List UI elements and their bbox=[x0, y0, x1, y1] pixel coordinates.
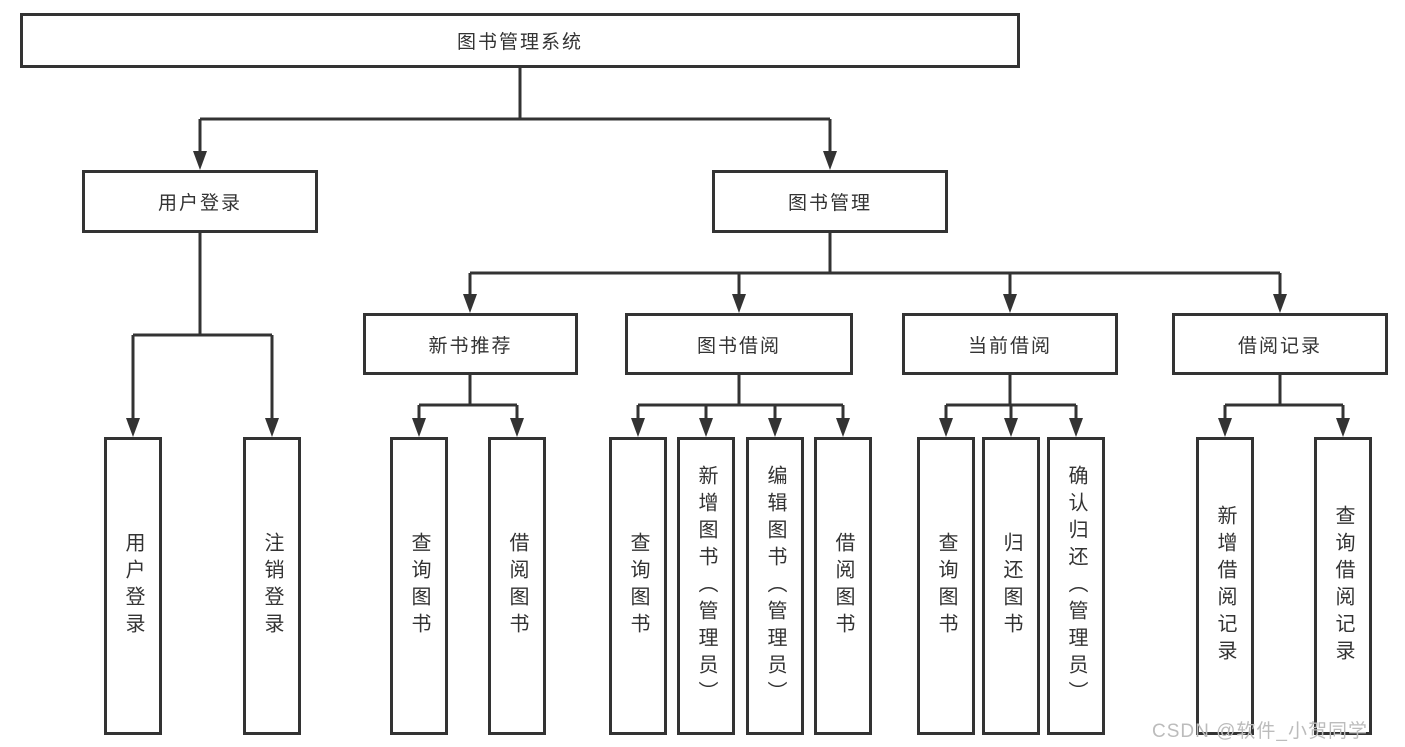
leaf-label: 新增借阅记录 bbox=[1214, 505, 1236, 667]
leaf-confirm-return-admin: 确认归还（管理员） bbox=[1047, 437, 1105, 735]
node-current-borrowing: 当前借阅 bbox=[902, 313, 1118, 375]
node-book-borrowing: 图书借阅 bbox=[625, 313, 853, 375]
arrow-icon bbox=[126, 418, 140, 437]
connector-lines bbox=[131, 68, 1345, 420]
leaf-label: 用户登录 bbox=[122, 532, 144, 640]
arrow-icon bbox=[836, 418, 850, 437]
leaf-label: 借阅图书 bbox=[506, 532, 528, 640]
leaf-label: 查询图书 bbox=[408, 532, 430, 640]
node-book-management: 图书管理 bbox=[712, 170, 948, 233]
node-borrow-records: 借阅记录 bbox=[1172, 313, 1388, 375]
arrow-icon bbox=[732, 294, 746, 313]
arrow-icon bbox=[823, 151, 837, 170]
node-user-login: 用户登录 bbox=[82, 170, 318, 233]
arrow-icon bbox=[768, 418, 782, 437]
leaf-add-books-admin: 新增图书（管理员） bbox=[677, 437, 735, 735]
arrow-icon bbox=[1273, 294, 1287, 313]
arrow-icon bbox=[193, 151, 207, 170]
arrow-icon bbox=[412, 418, 426, 437]
leaf-label: 注销登录 bbox=[261, 532, 283, 640]
leaf-label: 确认归还（管理员） bbox=[1065, 464, 1087, 708]
leaf-edit-books-admin: 编辑图书（管理员） bbox=[746, 437, 804, 735]
leaf-label: 查询图书 bbox=[935, 532, 957, 640]
arrow-icon bbox=[1069, 418, 1083, 437]
arrow-icon bbox=[1003, 294, 1017, 313]
csdn-watermark: CSDN @软件_小贺同学 bbox=[1152, 721, 1368, 742]
leaf-label: 归还图书 bbox=[1000, 532, 1022, 640]
leaf-return-books: 归还图书 bbox=[982, 437, 1040, 735]
leaf-user-login: 用户登录 bbox=[104, 437, 162, 735]
node-new-book-recommend: 新书推荐 bbox=[363, 313, 578, 375]
arrow-icon bbox=[1218, 418, 1232, 437]
arrow-icon bbox=[631, 418, 645, 437]
leaf-label: 新增图书（管理员） bbox=[695, 464, 717, 708]
leaf-label: 查询借阅记录 bbox=[1332, 505, 1354, 667]
arrow-icon bbox=[939, 418, 953, 437]
leaf-query-books-borrowing: 查询图书 bbox=[609, 437, 667, 735]
leaf-label: 查询图书 bbox=[627, 532, 649, 640]
leaf-query-borrow-record: 查询借阅记录 bbox=[1314, 437, 1372, 735]
leaf-query-books-recommend: 查询图书 bbox=[390, 437, 448, 735]
arrow-icon bbox=[510, 418, 524, 437]
arrow-icon bbox=[463, 294, 477, 313]
leaf-label: 编辑图书（管理员） bbox=[764, 464, 786, 708]
leaf-query-books-current: 查询图书 bbox=[917, 437, 975, 735]
arrow-icon bbox=[1336, 418, 1350, 437]
leaf-borrow-books-recommend: 借阅图书 bbox=[488, 437, 546, 735]
leaf-add-borrow-record: 新增借阅记录 bbox=[1196, 437, 1254, 735]
arrow-icon bbox=[699, 418, 713, 437]
node-library-system: 图书管理系统 bbox=[20, 13, 1020, 68]
leaf-borrow-books: 借阅图书 bbox=[814, 437, 872, 735]
arrow-icon bbox=[265, 418, 279, 437]
arrow-icon bbox=[1004, 418, 1018, 437]
leaf-logout: 注销登录 bbox=[243, 437, 301, 735]
arrowheads bbox=[126, 151, 1350, 437]
leaf-label: 借阅图书 bbox=[832, 532, 854, 640]
